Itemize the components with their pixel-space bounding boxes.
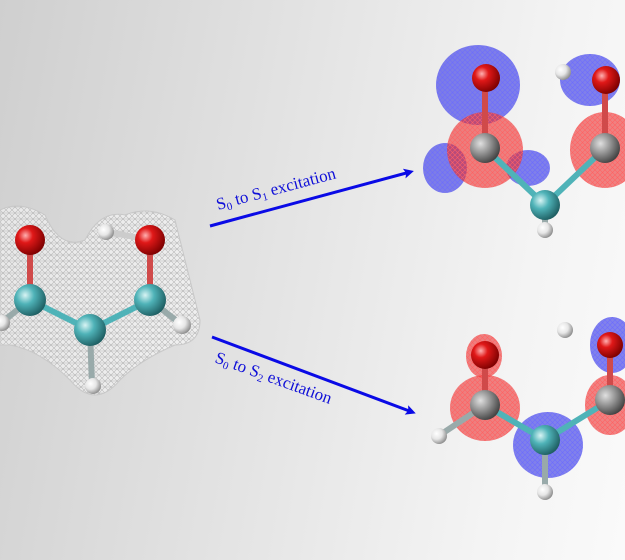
carbon-atom <box>14 284 46 316</box>
carbon-atom <box>470 133 500 163</box>
hydrogen-atom <box>431 428 447 444</box>
carbon-atom <box>590 133 620 163</box>
carbon-atom <box>470 390 500 420</box>
oxygen-atom <box>135 225 165 255</box>
hydrogen-atom <box>85 378 101 394</box>
s2-excitation-label: S0 to S2 excitation <box>212 348 335 410</box>
carbon-atom <box>595 385 625 415</box>
nitrogen-atom <box>530 190 560 220</box>
s1-excitation-arrow <box>209 168 414 228</box>
nitrogen-atom <box>530 425 560 455</box>
hydrogen-atom <box>173 316 191 334</box>
hydrogen-atom <box>98 224 114 240</box>
carbon-atom <box>134 284 166 316</box>
oxygen-atom <box>472 64 500 92</box>
hydrogen-atom <box>0 315 10 331</box>
hydrogen-atom <box>555 64 571 80</box>
hydrogen-atom <box>557 322 573 338</box>
hydrogen-atom <box>537 222 553 238</box>
s1-orbital-molecule <box>423 45 625 238</box>
nitrogen-atom <box>74 314 106 346</box>
oxygen-atom <box>15 225 45 255</box>
s2-orbital-molecule <box>431 317 625 500</box>
oxygen-atom <box>592 66 620 94</box>
ground-state-molecule <box>0 205 201 396</box>
s2-excitation-arrow <box>211 335 416 415</box>
hydrogen-atom <box>537 484 553 500</box>
oxygen-atom <box>597 332 623 358</box>
oxygen-atom <box>471 341 499 369</box>
